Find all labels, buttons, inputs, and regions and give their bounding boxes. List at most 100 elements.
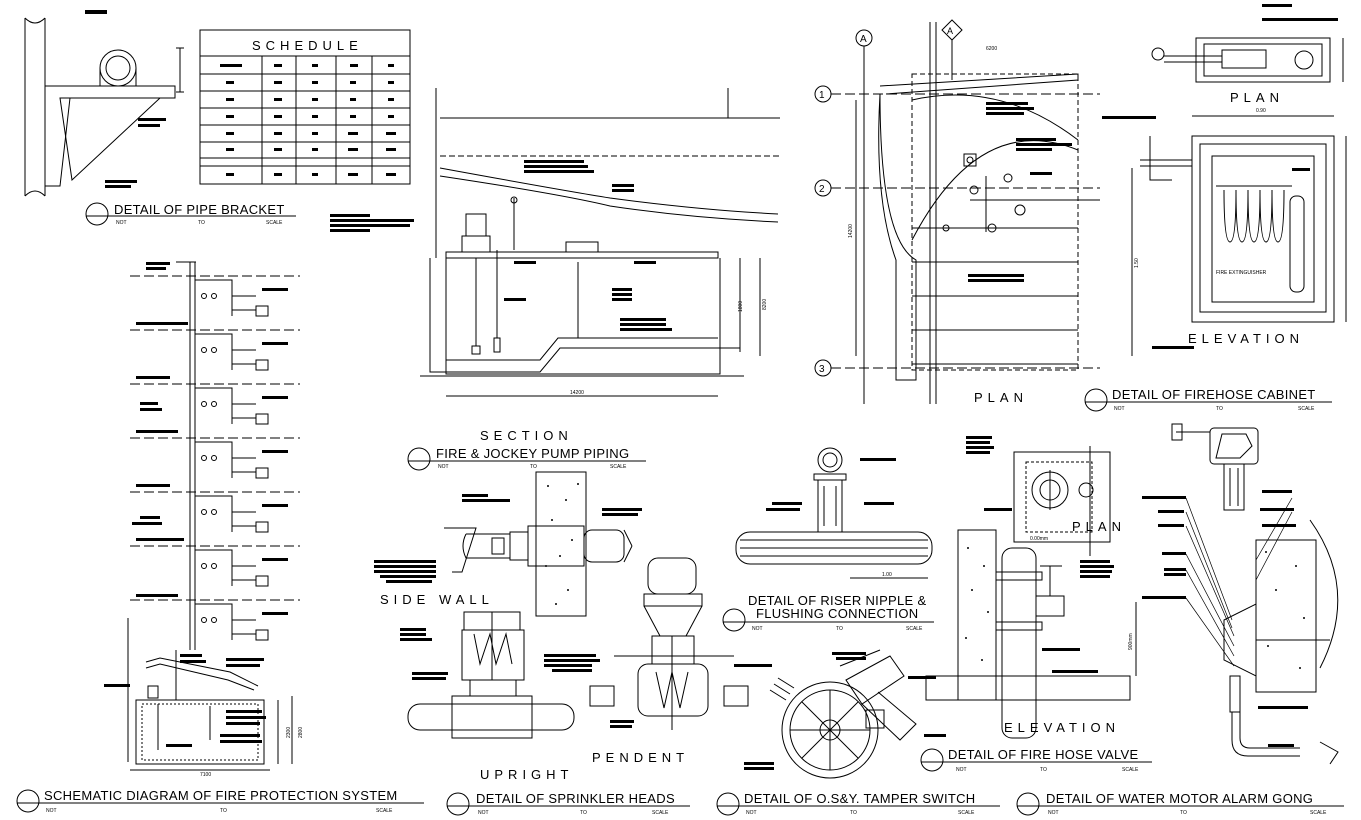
side-wall-label: SIDE WALL — [380, 592, 494, 607]
site-plan-title: PLAN — [974, 390, 1028, 405]
svg-text:2800: 2800 — [298, 727, 304, 738]
pipe-bracket-title: DETAIL OF PIPE BRACKET — [114, 202, 285, 217]
hose-valve-plan — [966, 436, 1111, 556]
tamper-scale: NOT TO SCALE — [746, 810, 975, 816]
sprinkler-heads-title: DETAIL OF SPRINKLER HEADS — [476, 791, 675, 806]
tamper-switch-title: DETAIL OF O.S&Y. TAMPER SWITCH — [744, 791, 975, 806]
svg-text:14200: 14200 — [848, 224, 854, 238]
riser-title-line1: DETAIL OF RISER NIPPLE & — [748, 593, 926, 608]
svg-text:14200: 14200 — [570, 390, 584, 396]
svg-text:8200: 8200 — [762, 299, 768, 310]
riser-nipple-detail — [735, 447, 933, 579]
valve-height: 900mm — [1128, 633, 1134, 650]
svg-text:TO: TO — [220, 808, 227, 814]
svg-text:SCALE: SCALE — [958, 810, 975, 816]
site-plan — [814, 19, 1100, 404]
pipe-bracket-detail — [24, 10, 296, 226]
alarm-gong-detail — [1142, 423, 1339, 765]
gong-scale: NOT TO SCALE — [1048, 810, 1327, 816]
site-plan-labels: A A 1 2 3 6200 14200 — [819, 26, 997, 375]
schematic-diagram — [104, 261, 300, 771]
svg-text:0.90: 0.90 — [1256, 108, 1266, 114]
svg-text:3: 3 — [819, 364, 825, 375]
firehose-cabinet-title: DETAIL OF FIREHOSE CABINET — [1112, 387, 1316, 402]
svg-text:1.50: 1.50 — [1134, 258, 1140, 268]
riser-len: 1.00 — [882, 572, 892, 578]
riser-scale: NOT TO SCALE — [752, 626, 923, 632]
svg-text:SCALE: SCALE — [266, 220, 283, 226]
hose-valve-elevation — [925, 529, 1137, 739]
pump-section-label: SECTION — [480, 428, 573, 443]
svg-text:TO: TO — [198, 220, 205, 226]
schematic-dims: 7100 2300 2800 — [200, 727, 304, 778]
svg-text:NOT: NOT — [752, 626, 763, 632]
svg-text:NOT: NOT — [438, 464, 449, 470]
pump-scale: NOT TO SCALE — [438, 464, 627, 470]
pendent-sprinkler — [544, 557, 772, 730]
svg-text:2: 2 — [819, 184, 825, 195]
hose-valve-scale: NOT TO SCALE — [956, 767, 1139, 773]
svg-text:NOT: NOT — [1114, 406, 1125, 412]
hose-valve-plan-dims: 0.00mm — [1030, 536, 1048, 542]
pump-title-bubble — [407, 447, 431, 471]
gong-title-bubble — [1016, 792, 1040, 816]
svg-text:TO: TO — [1040, 767, 1047, 773]
svg-text:TO: TO — [1180, 810, 1187, 816]
svg-text:A: A — [947, 26, 953, 36]
hose-valve-elevation-title: ELEVATION — [1004, 720, 1120, 735]
riser-title-line2: FLUSHING CONNECTION — [756, 606, 918, 621]
pendent-label: PENDENT — [592, 750, 689, 765]
svg-text:1800: 1800 — [738, 301, 744, 312]
svg-text:SCALE: SCALE — [1310, 810, 1327, 816]
svg-text:SCALE: SCALE — [906, 626, 923, 632]
svg-text:TO: TO — [1216, 406, 1223, 412]
svg-text:NOT: NOT — [46, 808, 57, 814]
schedule-table — [199, 29, 411, 185]
svg-text:6200: 6200 — [986, 46, 997, 52]
cabinet-elevation-title: ELEVATION — [1188, 331, 1304, 346]
svg-text:SCALE: SCALE — [1122, 767, 1139, 773]
firehose-cabinet-plan — [1151, 4, 1344, 83]
side-wall-sprinkler — [374, 471, 642, 617]
hose-valve-plan-title: PLAN — [1072, 519, 1126, 534]
svg-text:0.00mm: 0.00mm — [1030, 536, 1048, 542]
schematic-title-bubble — [16, 789, 40, 813]
cabinet-dims: 0.90 1.50 FIRE EXTINGUISHER — [1134, 108, 1267, 276]
pipe-bracket-scale: NOT TO SCALE — [116, 220, 283, 226]
svg-text:7100: 7100 — [200, 772, 211, 778]
svg-text:1: 1 — [819, 90, 825, 101]
svg-text:NOT: NOT — [746, 810, 757, 816]
pump-dimensions: 14200 1800 8200 — [570, 299, 768, 396]
cabinet-scale: NOT TO SCALE — [1114, 406, 1315, 412]
firehose-cabinet-elevation — [1102, 115, 1347, 356]
sprinkler-title-bubble — [446, 792, 470, 816]
svg-text:TO: TO — [580, 810, 587, 816]
cabinet-title-bubble — [1084, 388, 1108, 412]
riser-title-bubble — [722, 608, 746, 632]
svg-text:TO: TO — [530, 464, 537, 470]
upright-sprinkler — [400, 611, 575, 739]
svg-text:SCALE: SCALE — [610, 464, 627, 470]
svg-text:A: A — [860, 34, 867, 45]
alarm-gong-title: DETAIL OF WATER MOTOR ALARM GONG — [1046, 791, 1313, 806]
svg-text:SCALE: SCALE — [652, 810, 669, 816]
svg-text:NOT: NOT — [116, 220, 127, 226]
upright-label: UPRIGHT — [480, 767, 574, 782]
cabinet-plan-title: PLAN — [1230, 90, 1284, 105]
svg-text:SCALE: SCALE — [1298, 406, 1315, 412]
svg-text:FIRE EXTINGUISHER: FIRE EXTINGUISHER — [1216, 270, 1267, 276]
schematic-title: SCHEMATIC DIAGRAM OF FIRE PROTECTION SYS… — [44, 788, 398, 803]
svg-text:SCALE: SCALE — [376, 808, 393, 814]
hose-valve-title-bubble — [920, 748, 944, 772]
svg-text:TO: TO — [850, 810, 857, 816]
sprinkler-scale: NOT TO SCALE — [478, 810, 669, 816]
svg-text:NOT: NOT — [956, 767, 967, 773]
pump-piping-title: FIRE & JOCKEY PUMP PIPING — [436, 446, 629, 461]
tamper-switch-detail — [744, 649, 946, 779]
svg-text:TO: TO — [836, 626, 843, 632]
svg-text:2300: 2300 — [286, 727, 292, 738]
pump-piping-section — [330, 88, 780, 397]
tamper-title-bubble — [716, 792, 740, 816]
schematic-scale: NOT TO SCALE — [46, 808, 393, 814]
